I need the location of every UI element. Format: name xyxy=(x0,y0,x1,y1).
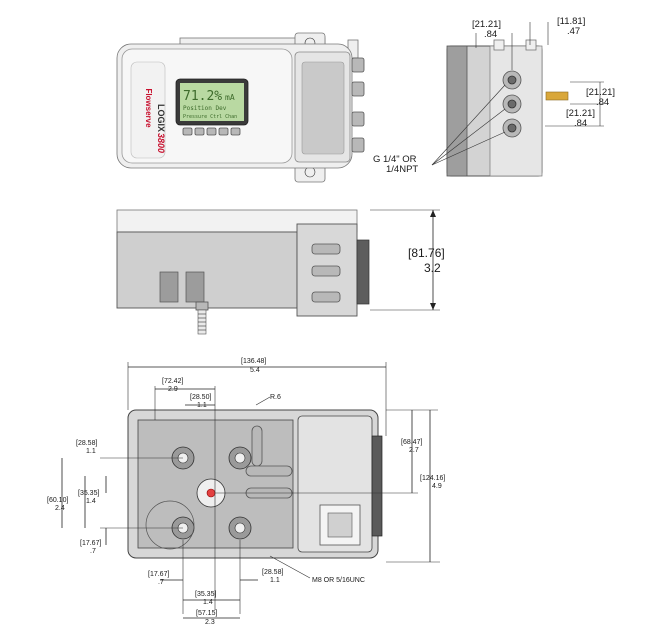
port-note-line2: 1/4NPT xyxy=(386,164,418,175)
lcd-line1: 71.2% xyxy=(183,89,222,104)
bottom-thread-note: M8 OR 5/16UNC xyxy=(312,577,365,584)
bottom-d72-mm: [72.42] xyxy=(162,378,183,385)
bottom-d68-mm: [68.47] xyxy=(401,439,422,446)
bottom-d35-in: 1.4 xyxy=(86,498,96,505)
bottom-d28-58-mm: [28.58] xyxy=(76,440,97,447)
side-dim-3-mm: [21.21] xyxy=(586,87,615,98)
side-dim-4-in: .84 xyxy=(574,118,587,129)
bottom-d57-mm: [57.15] xyxy=(196,610,217,617)
side-dim-3-in: .84 xyxy=(596,97,609,108)
brand-logo-text: Flowserve xyxy=(144,88,153,128)
bottom-d35-mm: [35.35] xyxy=(78,490,99,497)
side-view xyxy=(431,22,604,177)
bottom-d17-bottom-in: .7 xyxy=(158,579,164,586)
bottom-d35-bottom-in: 1.4 xyxy=(203,599,213,606)
lcd-line1-unit: mA xyxy=(225,93,235,102)
bottom-d28-right-in: 1.1 xyxy=(270,577,280,584)
side-dim-4-mm: [21.21] xyxy=(566,108,595,119)
bottom-radius-label: R.6 xyxy=(270,394,281,401)
bottom-d17-bottom-mm: [17.67] xyxy=(148,571,169,578)
bottom-d124-mm: [124.16] xyxy=(420,475,445,482)
elevation-height-mm: [81.76] xyxy=(408,246,445,260)
bottom-d28-58-in: 1.1 xyxy=(86,448,96,455)
bottom-d57-in: 2.3 xyxy=(205,619,215,626)
side-dim-2-in: .47 xyxy=(567,26,580,37)
front-view: Flowserve LOGIX 3800 71.2% mA Position D… xyxy=(116,32,365,183)
bottom-d28-50-in: 1.1 xyxy=(197,402,207,409)
bottom-d17-left-mm: [17.67] xyxy=(80,540,101,547)
bottom-d72-in: 2.9 xyxy=(168,386,178,393)
bottom-d60-in: 2.4 xyxy=(55,505,65,512)
bottom-d60-mm: [60.10] xyxy=(47,497,68,504)
product-name: LOGIX xyxy=(156,104,166,132)
bottom-d28-50-mm: [28.50] xyxy=(190,394,211,401)
elevation-height-in: 3.2 xyxy=(424,261,441,275)
bottom-overall-width-mm: [136.48] xyxy=(241,358,266,365)
bottom-d28-right-mm: [28.58] xyxy=(262,569,283,576)
elevation-view xyxy=(116,209,440,335)
port-note-line1: G 1/4" OR xyxy=(373,154,417,165)
bottom-view xyxy=(61,362,440,619)
lcd-line2: Position Dev xyxy=(183,105,227,112)
bottom-d68-in: 2.7 xyxy=(409,447,419,454)
bottom-d124-in: 4.9 xyxy=(432,483,442,490)
lcd-screen xyxy=(180,83,244,121)
side-dim-2-mm: [11.81] xyxy=(557,16,585,27)
keypad xyxy=(182,127,241,136)
bottom-overall-width-in: 5.4 xyxy=(250,367,260,374)
side-dim-1-mm: [21.21] xyxy=(472,19,501,30)
lcd-line3: Pressure Ctrl Chan xyxy=(183,114,237,120)
model-number: 3800 xyxy=(156,133,166,153)
side-dim-1-in: .84 xyxy=(484,29,497,40)
bottom-d17-left-in: .7 xyxy=(90,548,96,555)
bottom-d35-bottom-mm: [35.35] xyxy=(195,591,216,598)
